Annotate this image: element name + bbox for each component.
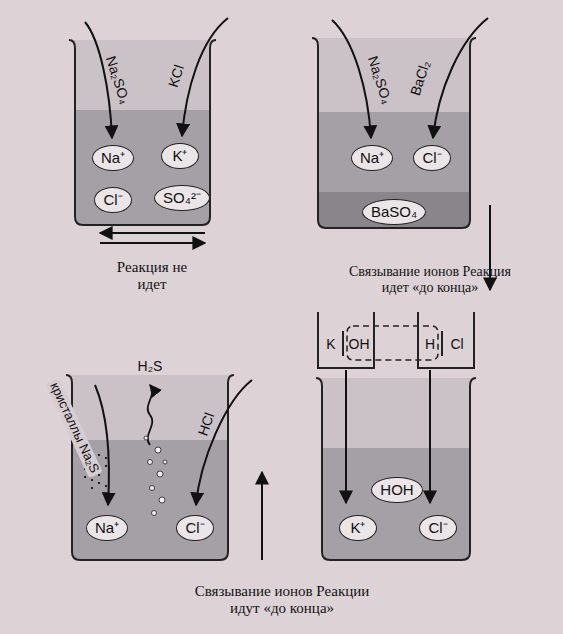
gas-bubbles	[159, 497, 165, 503]
crystal-dots	[98, 482, 100, 484]
beaker	[312, 38, 476, 228]
beaker	[75, 110, 210, 225]
gas-bubbles	[157, 471, 163, 477]
gas-wave	[148, 385, 153, 445]
reagent-arrow	[429, 370, 431, 503]
ion-label: SO₄²⁻	[163, 190, 201, 207]
formula-label: H	[425, 336, 435, 352]
direction-arrow	[261, 472, 263, 560]
direction-arrow	[100, 205, 490, 560]
crystal-dots	[105, 465, 107, 467]
formula-label: Na₂SO₄	[365, 54, 396, 106]
dispenser-tube	[318, 312, 474, 368]
ion-label: Na⁺	[95, 520, 119, 537]
formula-label: KCl	[165, 63, 187, 89]
ion-label: K⁺	[172, 148, 187, 165]
gas-bubbles	[163, 460, 167, 464]
beaker	[322, 448, 470, 560]
formula-label: HCl	[194, 410, 217, 437]
ion-oval: Cl⁻	[176, 515, 214, 542]
beaker	[69, 40, 216, 225]
formula-label: Cl	[450, 336, 463, 352]
ion-oval: K⁺	[161, 143, 199, 170]
crystal-dots	[98, 454, 100, 456]
note-text: Реакция не идет	[111, 259, 193, 294]
reagent-arrow	[332, 20, 371, 138]
ion-oval: Cl⁻	[419, 515, 457, 542]
formula-label: K	[326, 336, 335, 352]
ion-label: Na⁺	[360, 150, 384, 167]
formula-label: BaCl₂	[407, 58, 433, 97]
formula-label: кристаллы Na₂S	[45, 378, 103, 479]
beaker	[316, 378, 476, 560]
beaker	[318, 112, 470, 228]
direction-arrow	[100, 232, 205, 234]
ion-label: HOH	[380, 482, 413, 499]
ion-oval: K⁺	[339, 515, 377, 542]
dashed-bracket	[347, 326, 438, 360]
direction-arrow	[100, 242, 205, 244]
crystal-dots	[91, 479, 93, 481]
reagent-arrow	[95, 385, 109, 505]
gas-bubbles	[152, 511, 157, 516]
beaker	[69, 40, 216, 225]
reagent-arrow	[85, 18, 488, 505]
crystal-dots	[91, 487, 93, 489]
ion-label: Cl⁻	[428, 520, 447, 537]
dispenser-tube	[342, 331, 344, 356]
reagent-arrow	[85, 22, 112, 138]
ion-oval: BaSO₄	[362, 199, 426, 226]
ion-label: BaSO₄	[371, 204, 417, 221]
reagent-arrow	[345, 370, 347, 503]
ion-label: K⁺	[350, 520, 365, 537]
reagent-arrow	[182, 18, 228, 136]
gas-bubbles	[144, 436, 167, 516]
precipitate	[318, 192, 470, 228]
beaker	[316, 378, 476, 560]
crystal-dots	[105, 457, 107, 459]
gas-bubbles	[150, 486, 155, 491]
gas-bubbles	[148, 460, 153, 465]
reagent-arrow	[433, 18, 488, 138]
ion-label: Cl⁻	[103, 192, 122, 209]
ion-label: Na⁺	[101, 150, 125, 167]
crystal-dots	[105, 485, 107, 487]
caption: Связывание ионов Реакции идут «до конца»	[182, 583, 382, 618]
formula-label: Na₂SO₄	[103, 54, 134, 106]
gas-bubbles	[155, 447, 161, 453]
ion-oval: Cl⁻	[94, 187, 132, 214]
dispenser-tube	[441, 331, 443, 356]
ion-oval: Cl⁻	[413, 145, 451, 172]
gas-bubbles	[144, 436, 148, 440]
beaker	[312, 38, 476, 228]
formula-label: OH	[349, 336, 370, 352]
beaker	[316, 378, 476, 560]
ion-oval: Na⁺	[351, 145, 393, 172]
crystal-dots	[84, 476, 86, 478]
ion-label: Cl⁻	[185, 520, 204, 537]
ion-oval: SO₄²⁻	[154, 185, 210, 212]
reagent-arrow	[196, 380, 252, 505]
ion-oval: HOH	[371, 477, 422, 504]
beaker	[312, 38, 476, 228]
crystal-dots	[98, 474, 100, 476]
ion-oval: Na⁺	[92, 145, 134, 172]
formula-label: H₂S	[138, 358, 163, 374]
ion-oval: Na⁺	[86, 515, 128, 542]
note-text: Связывание ионов Реакция идет «до конца»	[341, 264, 519, 296]
beaker	[69, 40, 216, 225]
ion-label: Cl⁻	[422, 150, 441, 167]
